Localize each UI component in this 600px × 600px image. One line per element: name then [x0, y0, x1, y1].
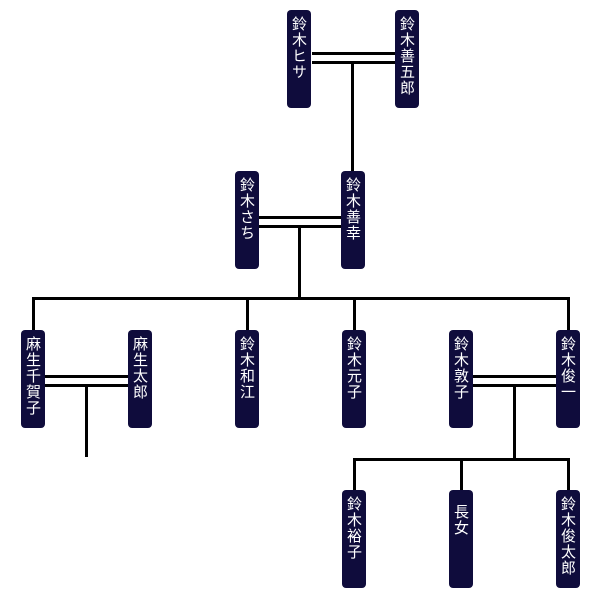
- person-node-shunichi[interactable]: 鈴木俊一: [556, 330, 580, 428]
- drop-line: [246, 298, 249, 330]
- sibling-line-gen3: [32, 297, 570, 300]
- person-node-yuko[interactable]: 鈴木裕子: [342, 490, 366, 588]
- drop-line: [460, 459, 463, 491]
- person-node-zenko[interactable]: 鈴木善幸: [341, 171, 365, 269]
- marriage-line-gen1-top: [312, 52, 395, 55]
- marriage-line-suzuki-top: [473, 375, 556, 378]
- marriage-line-gen2-top: [259, 216, 342, 219]
- drop-line: [32, 298, 35, 330]
- drop-line: [567, 298, 570, 330]
- person-node-taro[interactable]: 麻生太郎: [128, 330, 152, 428]
- person-node-zengoro[interactable]: 鈴木善五郎: [395, 10, 419, 108]
- descent-line-gen2: [298, 226, 301, 300]
- person-node-chojo[interactable]: 長女: [449, 490, 473, 588]
- person-node-sachi[interactable]: 鈴木さち: [235, 171, 259, 269]
- drop-line: [567, 459, 570, 491]
- person-node-shuntaro[interactable]: 鈴木俊太郎: [556, 490, 580, 588]
- drop-line: [353, 298, 356, 330]
- descent-line-aso: [85, 385, 88, 457]
- person-node-motoko[interactable]: 鈴木元子: [342, 330, 366, 428]
- drop-line: [353, 459, 356, 491]
- person-node-hisa[interactable]: 鈴木ヒサ: [287, 10, 311, 108]
- person-node-kazue[interactable]: 鈴木和江: [235, 330, 259, 428]
- person-node-chikako[interactable]: 麻生千賀子: [21, 330, 45, 428]
- descent-line-gen1: [351, 62, 354, 172]
- descent-line-suzuki: [513, 385, 516, 460]
- person-node-atsuko[interactable]: 鈴木敦子: [449, 330, 473, 428]
- marriage-line-aso-top: [45, 375, 128, 378]
